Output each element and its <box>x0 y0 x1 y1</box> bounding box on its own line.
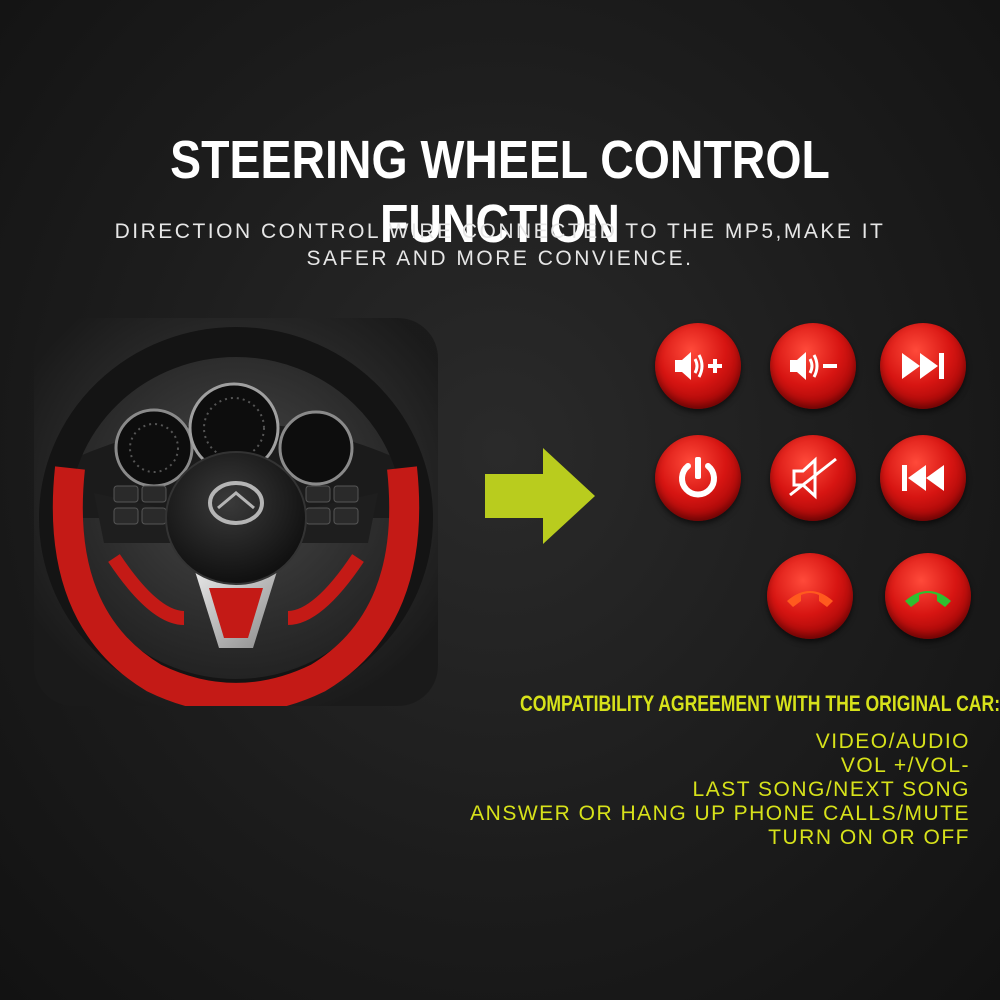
right-arrow-icon <box>485 448 595 544</box>
volume-up-button[interactable] <box>655 323 741 409</box>
volume-up-icon <box>675 352 722 380</box>
feature-item: VOL +/VOL- <box>840 754 970 777</box>
volume-down-icon <box>790 352 837 380</box>
answer-call-button[interactable] <box>885 553 971 639</box>
compatibility-title: COMPATIBILITY AGREEMENT WITH THE ORIGINA… <box>520 691 1000 716</box>
feature-item: ANSWER OR HANG UP PHONE CALLS/MUTE <box>470 802 970 825</box>
feature-item: VIDEO/AUDIO <box>815 730 970 753</box>
previous-track-button[interactable] <box>880 435 966 521</box>
next-track-button[interactable] <box>880 323 966 409</box>
volume-down-button[interactable] <box>770 323 856 409</box>
power-button[interactable] <box>655 435 741 521</box>
subtitle-line-2: SAFER AND MORE CONVIENCE. <box>306 247 694 270</box>
subtitle: DIRECTION CONTROL WIRE CONNECTED TO THE … <box>60 218 940 272</box>
answer-call-icon <box>905 591 951 607</box>
subtitle-line-1: DIRECTION CONTROL WIRE CONNECTED TO THE … <box>114 220 886 243</box>
hang-up-button[interactable] <box>767 553 853 639</box>
steering-wheel-image <box>34 318 438 706</box>
previous-track-icon <box>902 465 944 491</box>
feature-list: VIDEO/AUDIO VOL +/VOL- LAST SONG/NEXT SO… <box>330 730 970 850</box>
mute-icon <box>789 456 837 500</box>
feature-item: TURN ON OR OFF <box>768 826 970 849</box>
hang-up-icon <box>787 591 833 607</box>
next-track-icon <box>902 353 944 379</box>
page-title: STEERING WHEEL CONTROL FUNCTION <box>170 130 830 254</box>
feature-item: LAST SONG/NEXT SONG <box>692 778 970 801</box>
mute-button[interactable] <box>770 435 856 521</box>
power-icon <box>679 457 717 498</box>
